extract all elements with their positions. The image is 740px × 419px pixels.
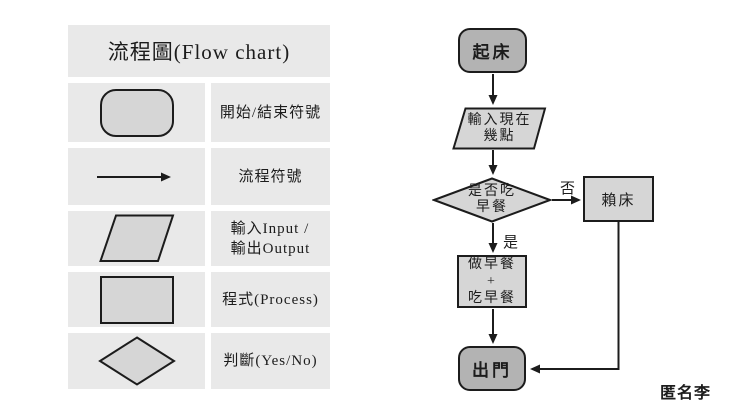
signature: 匿名李 (660, 385, 712, 402)
node-decision-line2: 早餐 (476, 200, 508, 215)
rectangle-shape (99, 275, 174, 324)
legend-symbol-arrow (68, 148, 205, 205)
legend-title: 流程圖(Flow chart) (68, 25, 330, 77)
node-decision-line1: 是否吃 (468, 184, 516, 199)
connector-lazy-to-end (530, 222, 620, 374)
legend-symbol-diamond (68, 333, 205, 389)
node-breakfast-line3: 吃早餐 (468, 291, 516, 306)
legend-label-io-line2: 輸出Output (230, 240, 311, 257)
legend-label-decision: 判斷(Yes/No) (211, 333, 330, 389)
legend-symbol-rectangle (68, 272, 205, 327)
legend-label-process: 程式(Process) (211, 272, 330, 327)
edge-label-yes: 是 (503, 235, 519, 251)
decision-diamond-shape (431, 177, 553, 223)
diamond-shape (97, 336, 176, 386)
legend-table: 流程圖(Flow chart) 開始/結束符號 流程符號 (68, 25, 330, 389)
legend-label-io-line1: 輸入Input / (230, 220, 310, 237)
node-breakfast: 做早餐 + 吃早餐 (457, 255, 527, 308)
legend-symbol-terminator (68, 83, 205, 142)
node-breakfast-line1: 做早餐 (468, 257, 516, 272)
node-input-line2: 幾點 (483, 128, 516, 144)
legend-label-arrow: 流程符號 (211, 148, 330, 205)
parallelogram-shape (98, 214, 174, 262)
legend-symbol-parallelogram (68, 211, 205, 266)
flowchart: 起床 輸入現在 幾點 是否吃 早餐 否 是 賴床 (430, 20, 680, 406)
input-parallelogram-shape (452, 107, 547, 150)
node-input-line1: 輸入現在 (467, 112, 532, 128)
node-breakfast-line2: + (487, 274, 497, 289)
node-start: 起床 (458, 28, 527, 73)
node-end: 出門 (458, 346, 526, 391)
flow-connectors (488, 74, 620, 374)
legend-label-terminator: 開始/結束符號 (211, 83, 330, 142)
terminator-shape (99, 88, 174, 137)
node-input: 輸入現在 幾點 (452, 107, 547, 150)
edge-label-no: 否 (560, 181, 576, 197)
flow-arrow-shape (96, 172, 171, 181)
legend-label-io: 輸入Input / 輸出Output (211, 211, 330, 266)
node-lazy: 賴床 (583, 176, 654, 222)
node-decision: 是否吃 早餐 (431, 177, 553, 223)
